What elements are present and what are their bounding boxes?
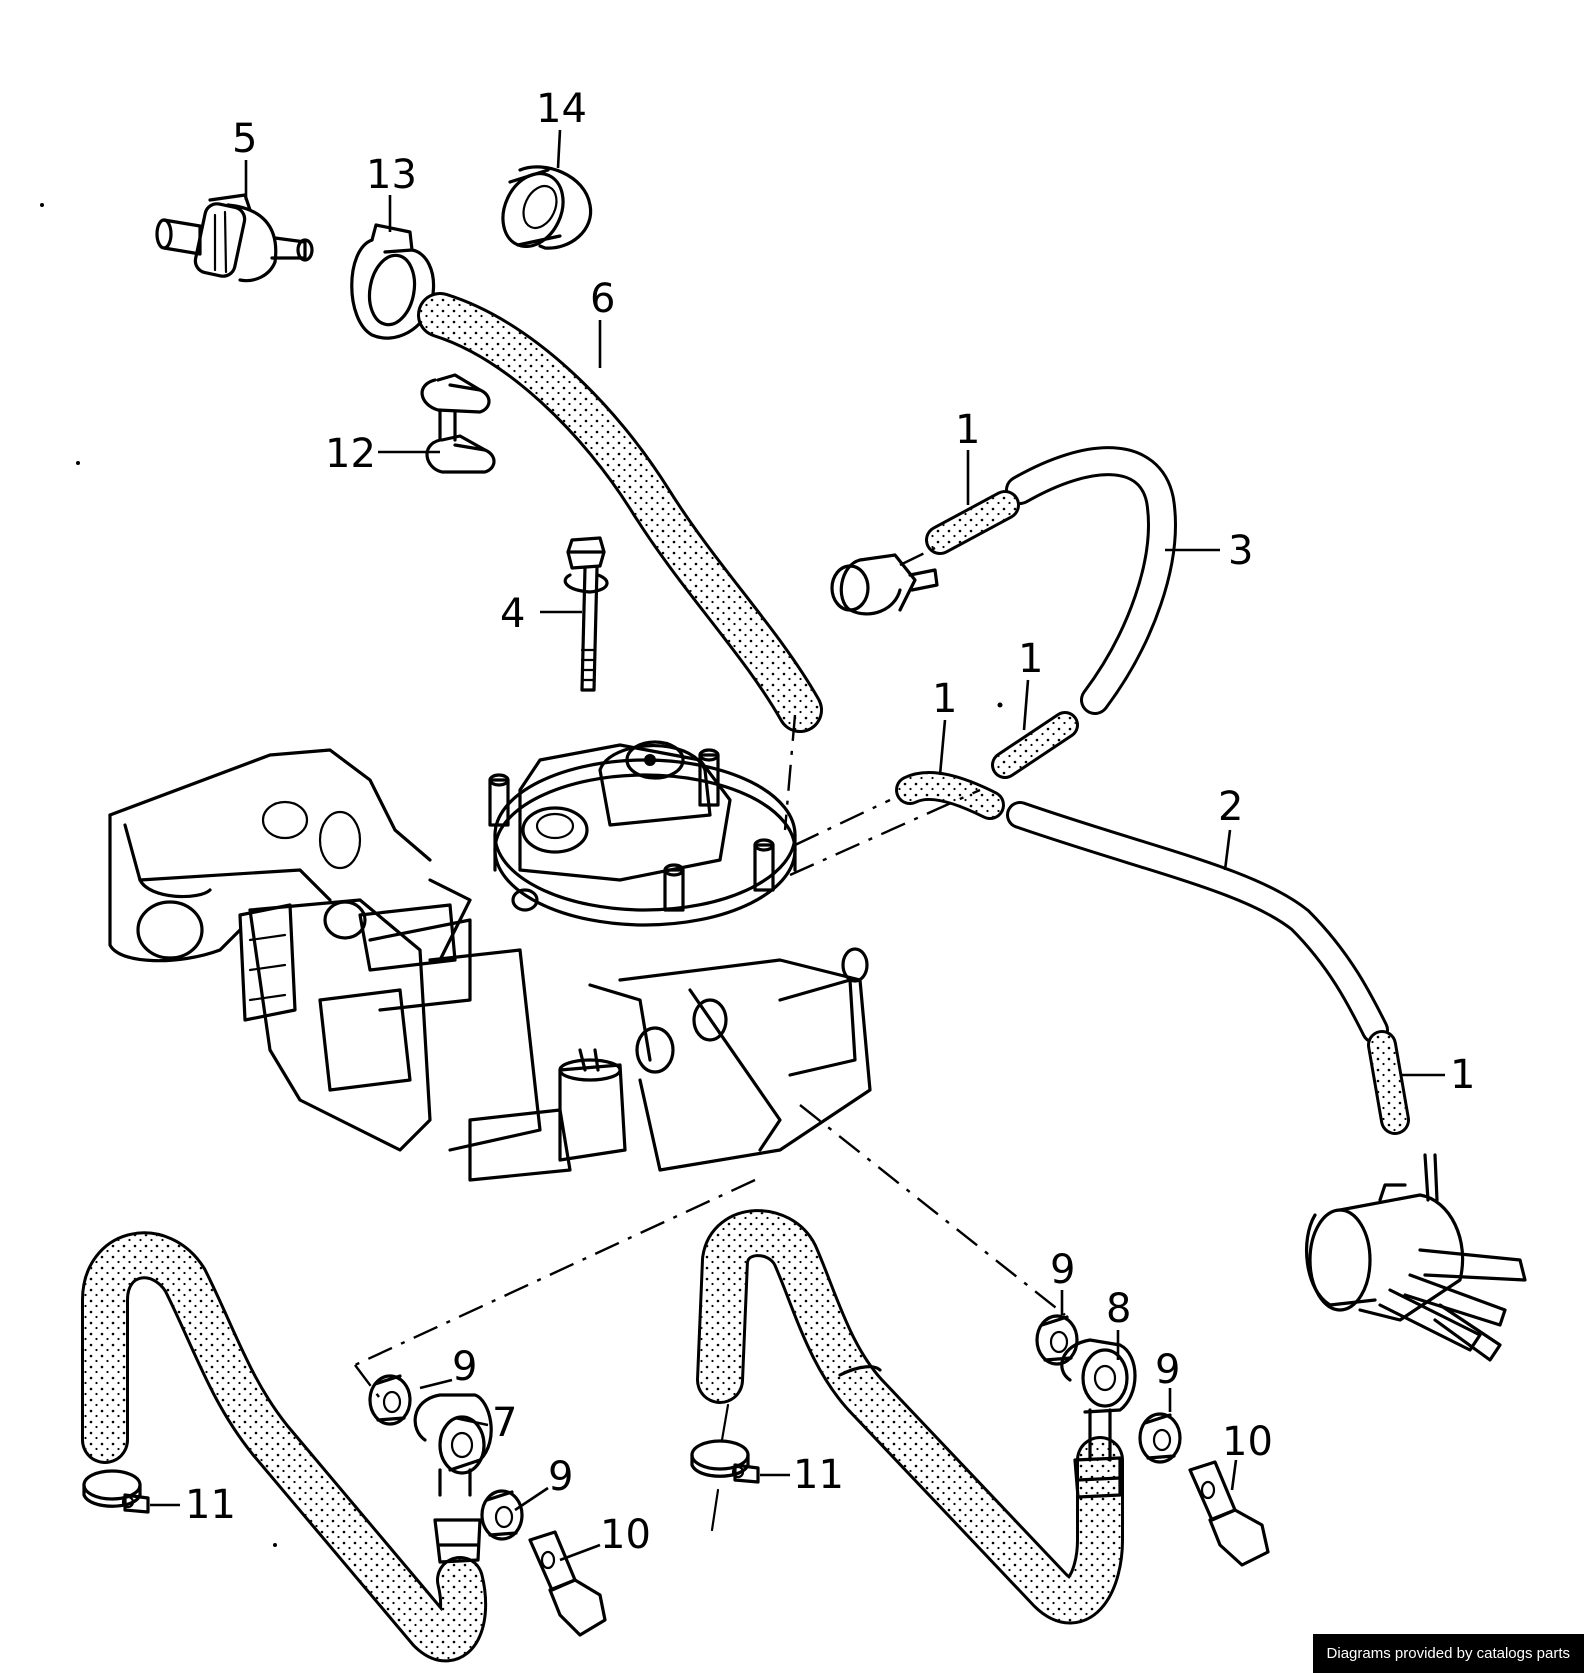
part-7-banjo xyxy=(413,1393,493,1497)
part-11-clamp-left xyxy=(82,1469,150,1514)
part-9-washer-a xyxy=(368,1374,412,1426)
callout-3: 3 xyxy=(1228,528,1253,574)
carburetor xyxy=(108,740,872,1182)
part-8-banjo xyxy=(1060,1338,1137,1462)
callout-1-middle: 1 xyxy=(1018,636,1043,682)
part-12-clips xyxy=(420,373,496,474)
lower-left-hose xyxy=(81,1231,488,1663)
callouts: 5 13 14 6 12 4 1 3 1 1 2 1 9 7 9 10 11 1… xyxy=(185,86,1475,1558)
part-5-fitting xyxy=(155,193,314,283)
footer-credit: Diagrams provided by catalogs parts xyxy=(1312,1634,1584,1673)
part-4-bolt xyxy=(563,536,609,692)
callout-8: 8 xyxy=(1106,1286,1131,1332)
callout-9-b: 9 xyxy=(548,1454,573,1500)
callout-9-a: 9 xyxy=(452,1344,477,1390)
part-1-hose-right xyxy=(1367,1030,1410,1135)
part-9-washer-d xyxy=(1138,1412,1182,1464)
callout-6: 6 xyxy=(590,276,615,322)
leader-lines xyxy=(150,129,1445,1562)
guide-lines xyxy=(354,714,1066,1406)
callout-1-top: 1 xyxy=(955,407,980,453)
callout-5: 5 xyxy=(232,116,257,162)
callout-2: 2 xyxy=(1218,784,1243,830)
callout-12: 12 xyxy=(325,431,376,477)
callout-10-right: 10 xyxy=(1222,1419,1273,1465)
part-2-hose xyxy=(1006,801,1389,1044)
part-1-hose-middle xyxy=(991,711,1079,779)
part-9-washer-b xyxy=(480,1489,524,1541)
callout-11-left: 11 xyxy=(185,1482,236,1528)
callout-1-right: 1 xyxy=(1450,1052,1475,1098)
callout-13: 13 xyxy=(366,152,417,198)
callout-1-elbow: 1 xyxy=(932,676,957,722)
distributor xyxy=(1304,1153,1527,1362)
part-1-elbow xyxy=(895,771,1005,820)
part-14-sealing-ring xyxy=(501,165,593,250)
callout-14: 14 xyxy=(536,86,587,132)
part-6-hose xyxy=(417,292,823,733)
callout-9-c: 9 xyxy=(1050,1247,1075,1293)
part-13-clamp xyxy=(350,223,435,340)
callout-9-d: 9 xyxy=(1155,1347,1180,1393)
callout-10-left: 10 xyxy=(600,1512,651,1558)
vacuum-valve xyxy=(830,546,939,616)
part-10-bolt-right xyxy=(1188,1460,1270,1567)
callout-4: 4 xyxy=(500,591,525,637)
callout-7: 7 xyxy=(492,1400,517,1446)
callout-11-middle: 11 xyxy=(793,1452,844,1498)
part-10-bolt-left xyxy=(528,1530,607,1637)
part-9-washer-c xyxy=(1035,1314,1079,1366)
part-11-clamp-middle xyxy=(690,1403,760,1532)
lower-middle-hose xyxy=(696,1209,1124,1625)
part-1-hose-top xyxy=(925,490,1020,555)
part-3-hose xyxy=(1005,446,1177,715)
print-specks xyxy=(40,203,1003,1547)
